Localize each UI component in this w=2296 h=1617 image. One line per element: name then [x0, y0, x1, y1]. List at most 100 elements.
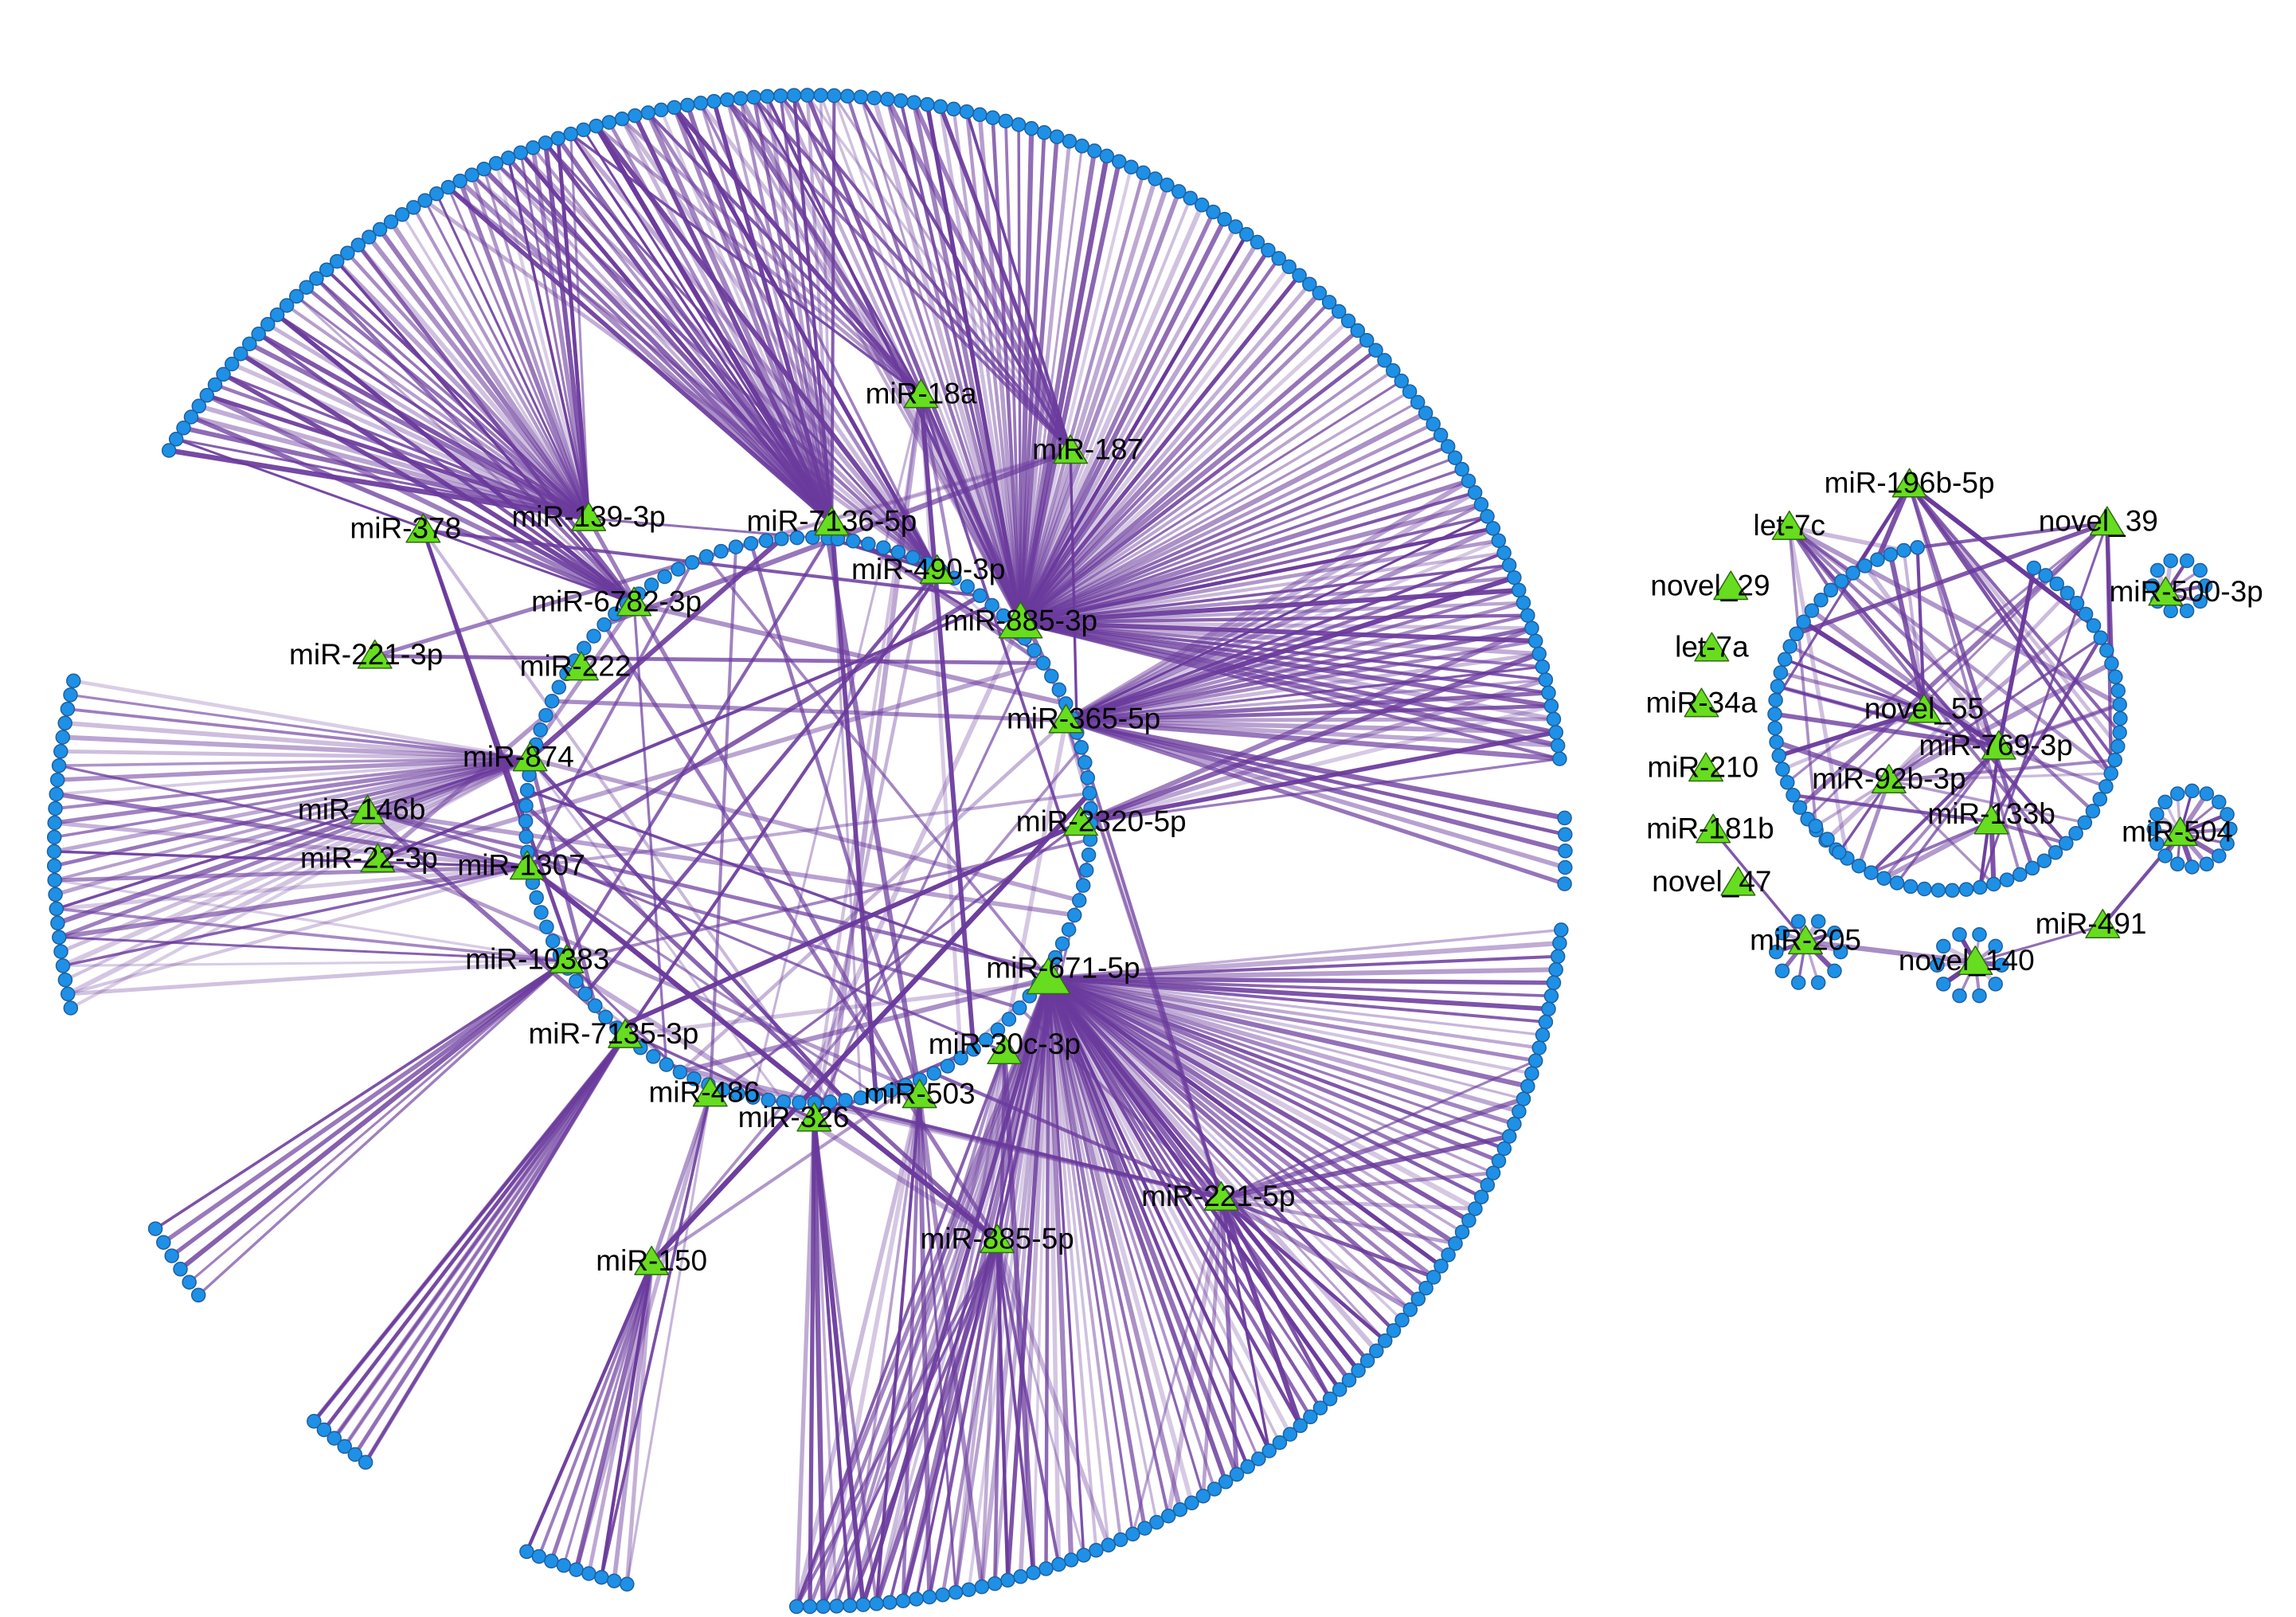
gene-node [1507, 570, 1522, 585]
gene-node [581, 1566, 596, 1581]
gene-node [1804, 603, 1820, 618]
gene-node [534, 905, 549, 920]
gene-node [827, 88, 842, 104]
gene-node [940, 1059, 956, 1074]
target-gene-nodes [46, 88, 2238, 1615]
mirna-label: novel_55 [1864, 692, 1984, 725]
gene-node [706, 93, 722, 109]
mirna-node-mir-7136-5p[interactable] [814, 506, 850, 536]
mirna-node-mir-6782-3p[interactable] [616, 586, 652, 617]
mirna-node-novel-39[interactable] [2089, 506, 2125, 536]
mirna-node-mir-30c-3p[interactable] [987, 1035, 1023, 1065]
mirna-node-mir-2320-5p[interactable] [1062, 806, 1098, 836]
gene-node [816, 1599, 831, 1615]
mirna-node-mir-326[interactable] [796, 1102, 832, 1132]
gene-node [156, 1235, 171, 1250]
mirna-node-mir-491[interactable] [2085, 909, 2121, 938]
mirna-node-mir-504[interactable] [2162, 816, 2198, 847]
mirna-node-mir-18a[interactable] [903, 378, 939, 409]
gene-node [53, 944, 68, 959]
gene-node [316, 1422, 332, 1438]
mirna-node-mir-503[interactable] [902, 1079, 937, 1109]
gene-node [1359, 1353, 1375, 1368]
gene-node [1558, 859, 1573, 875]
mirna-label: miR-150 [596, 1244, 707, 1277]
mirna-node-mir-222[interactable] [563, 651, 599, 681]
mirna-node-novel-55[interactable] [1906, 693, 1942, 723]
mirna-node-mir-874[interactable] [512, 742, 548, 772]
gene-node [935, 1587, 950, 1603]
mirna-label: miR-885-5p [920, 1222, 1074, 1255]
mirna-node-mir-133b[interactable] [1973, 805, 2009, 835]
gene-node [2012, 867, 2028, 883]
mirna-node-mir-146b[interactable] [350, 794, 385, 824]
gene-node [538, 135, 553, 151]
mirna-node-mir-10383[interactable] [549, 944, 585, 974]
mirna-node-mir-210[interactable] [1688, 752, 1724, 782]
gene-node [47, 815, 62, 831]
gene-node [589, 118, 604, 134]
gene-node [1491, 1153, 1507, 1169]
gene-node [1473, 1189, 1489, 1204]
mirna-label: novel_29 [1650, 569, 1770, 601]
mirna-node-let-7a[interactable] [1694, 632, 1730, 662]
gene-node [719, 92, 735, 108]
gene-node [551, 679, 567, 695]
mirna-node-mir-92b-3p[interactable] [1871, 764, 1907, 793]
gene-node [1538, 1014, 1554, 1030]
mirna-node-mir-1307[interactable] [509, 850, 545, 880]
gene-node [216, 366, 231, 382]
gene-node [347, 1447, 363, 1462]
gene-node [1063, 1552, 1079, 1568]
gene-node [594, 1569, 609, 1585]
gene-node [1071, 893, 1087, 908]
gene-node [853, 1090, 869, 1106]
mirna-node-let-7c[interactable] [1771, 510, 1807, 540]
mirna-node-mir-187[interactable] [1053, 434, 1089, 464]
gene-node [1552, 751, 1567, 766]
gene-node [329, 253, 345, 269]
mirna-node-mir-181b[interactable] [1696, 813, 1731, 844]
gene-node [1770, 679, 1786, 694]
mirna-node-mir-221-5p[interactable] [1203, 1181, 1239, 1211]
gene-node [57, 972, 73, 988]
mirna-node-mir-22-3p[interactable] [360, 843, 396, 873]
gene-node [1218, 1474, 1234, 1490]
mirna-node-mir-500-3p[interactable] [2148, 576, 2184, 606]
gene-node [1789, 626, 1804, 642]
gene-node [1293, 1418, 1308, 1434]
mirna-node-mir-34a[interactable] [1684, 687, 1719, 718]
gene-node [1810, 975, 1826, 990]
mirna-node-mir-196b-5p[interactable] [1891, 468, 1927, 498]
gene-node [2179, 553, 2195, 569]
mirna-node-mir-7135-3p[interactable] [608, 1018, 643, 1048]
mirna-label: let-7a [1675, 631, 1749, 664]
mirna-node-novel-29[interactable] [1713, 570, 1749, 601]
mirna-node-mir-769-3p[interactable] [1981, 730, 2016, 760]
mirna-node-novel-140[interactable] [1958, 946, 1993, 975]
mirna-node-mir-150[interactable] [634, 1245, 670, 1275]
gene-node [1790, 975, 1806, 990]
mirna-node-mir-486[interactable] [692, 1077, 728, 1107]
gene-node [63, 1000, 79, 1016]
gene-node [1076, 1548, 1092, 1563]
gene-node [519, 782, 535, 798]
mirna-node-mir-205[interactable] [1788, 925, 1824, 955]
gene-node [1331, 303, 1347, 319]
mirna-node-mir-139-3p[interactable] [571, 501, 607, 531]
gene-node [2110, 738, 2126, 754]
gene-node [1870, 552, 1885, 567]
mirna-node-mir-885-5p[interactable] [980, 1224, 1015, 1254]
mirna-node-mir-378[interactable] [405, 513, 441, 543]
mirna-label: miR-22-3p [300, 841, 438, 874]
mirna-node-mir-490-3p[interactable] [919, 554, 955, 584]
gene-node [1780, 775, 1795, 790]
mirna-node-mir-221-3p[interactable] [357, 639, 393, 669]
gene-node [1480, 509, 1495, 524]
mirna-node-mir-671-5p[interactable] [1026, 957, 1071, 995]
gene-node [1434, 1259, 1449, 1274]
mirna-node-novel-47[interactable] [1720, 866, 1756, 896]
mirna-node-mir-885-3p[interactable] [998, 601, 1043, 639]
mirna-node-mir-365-5p[interactable] [1048, 703, 1084, 734]
